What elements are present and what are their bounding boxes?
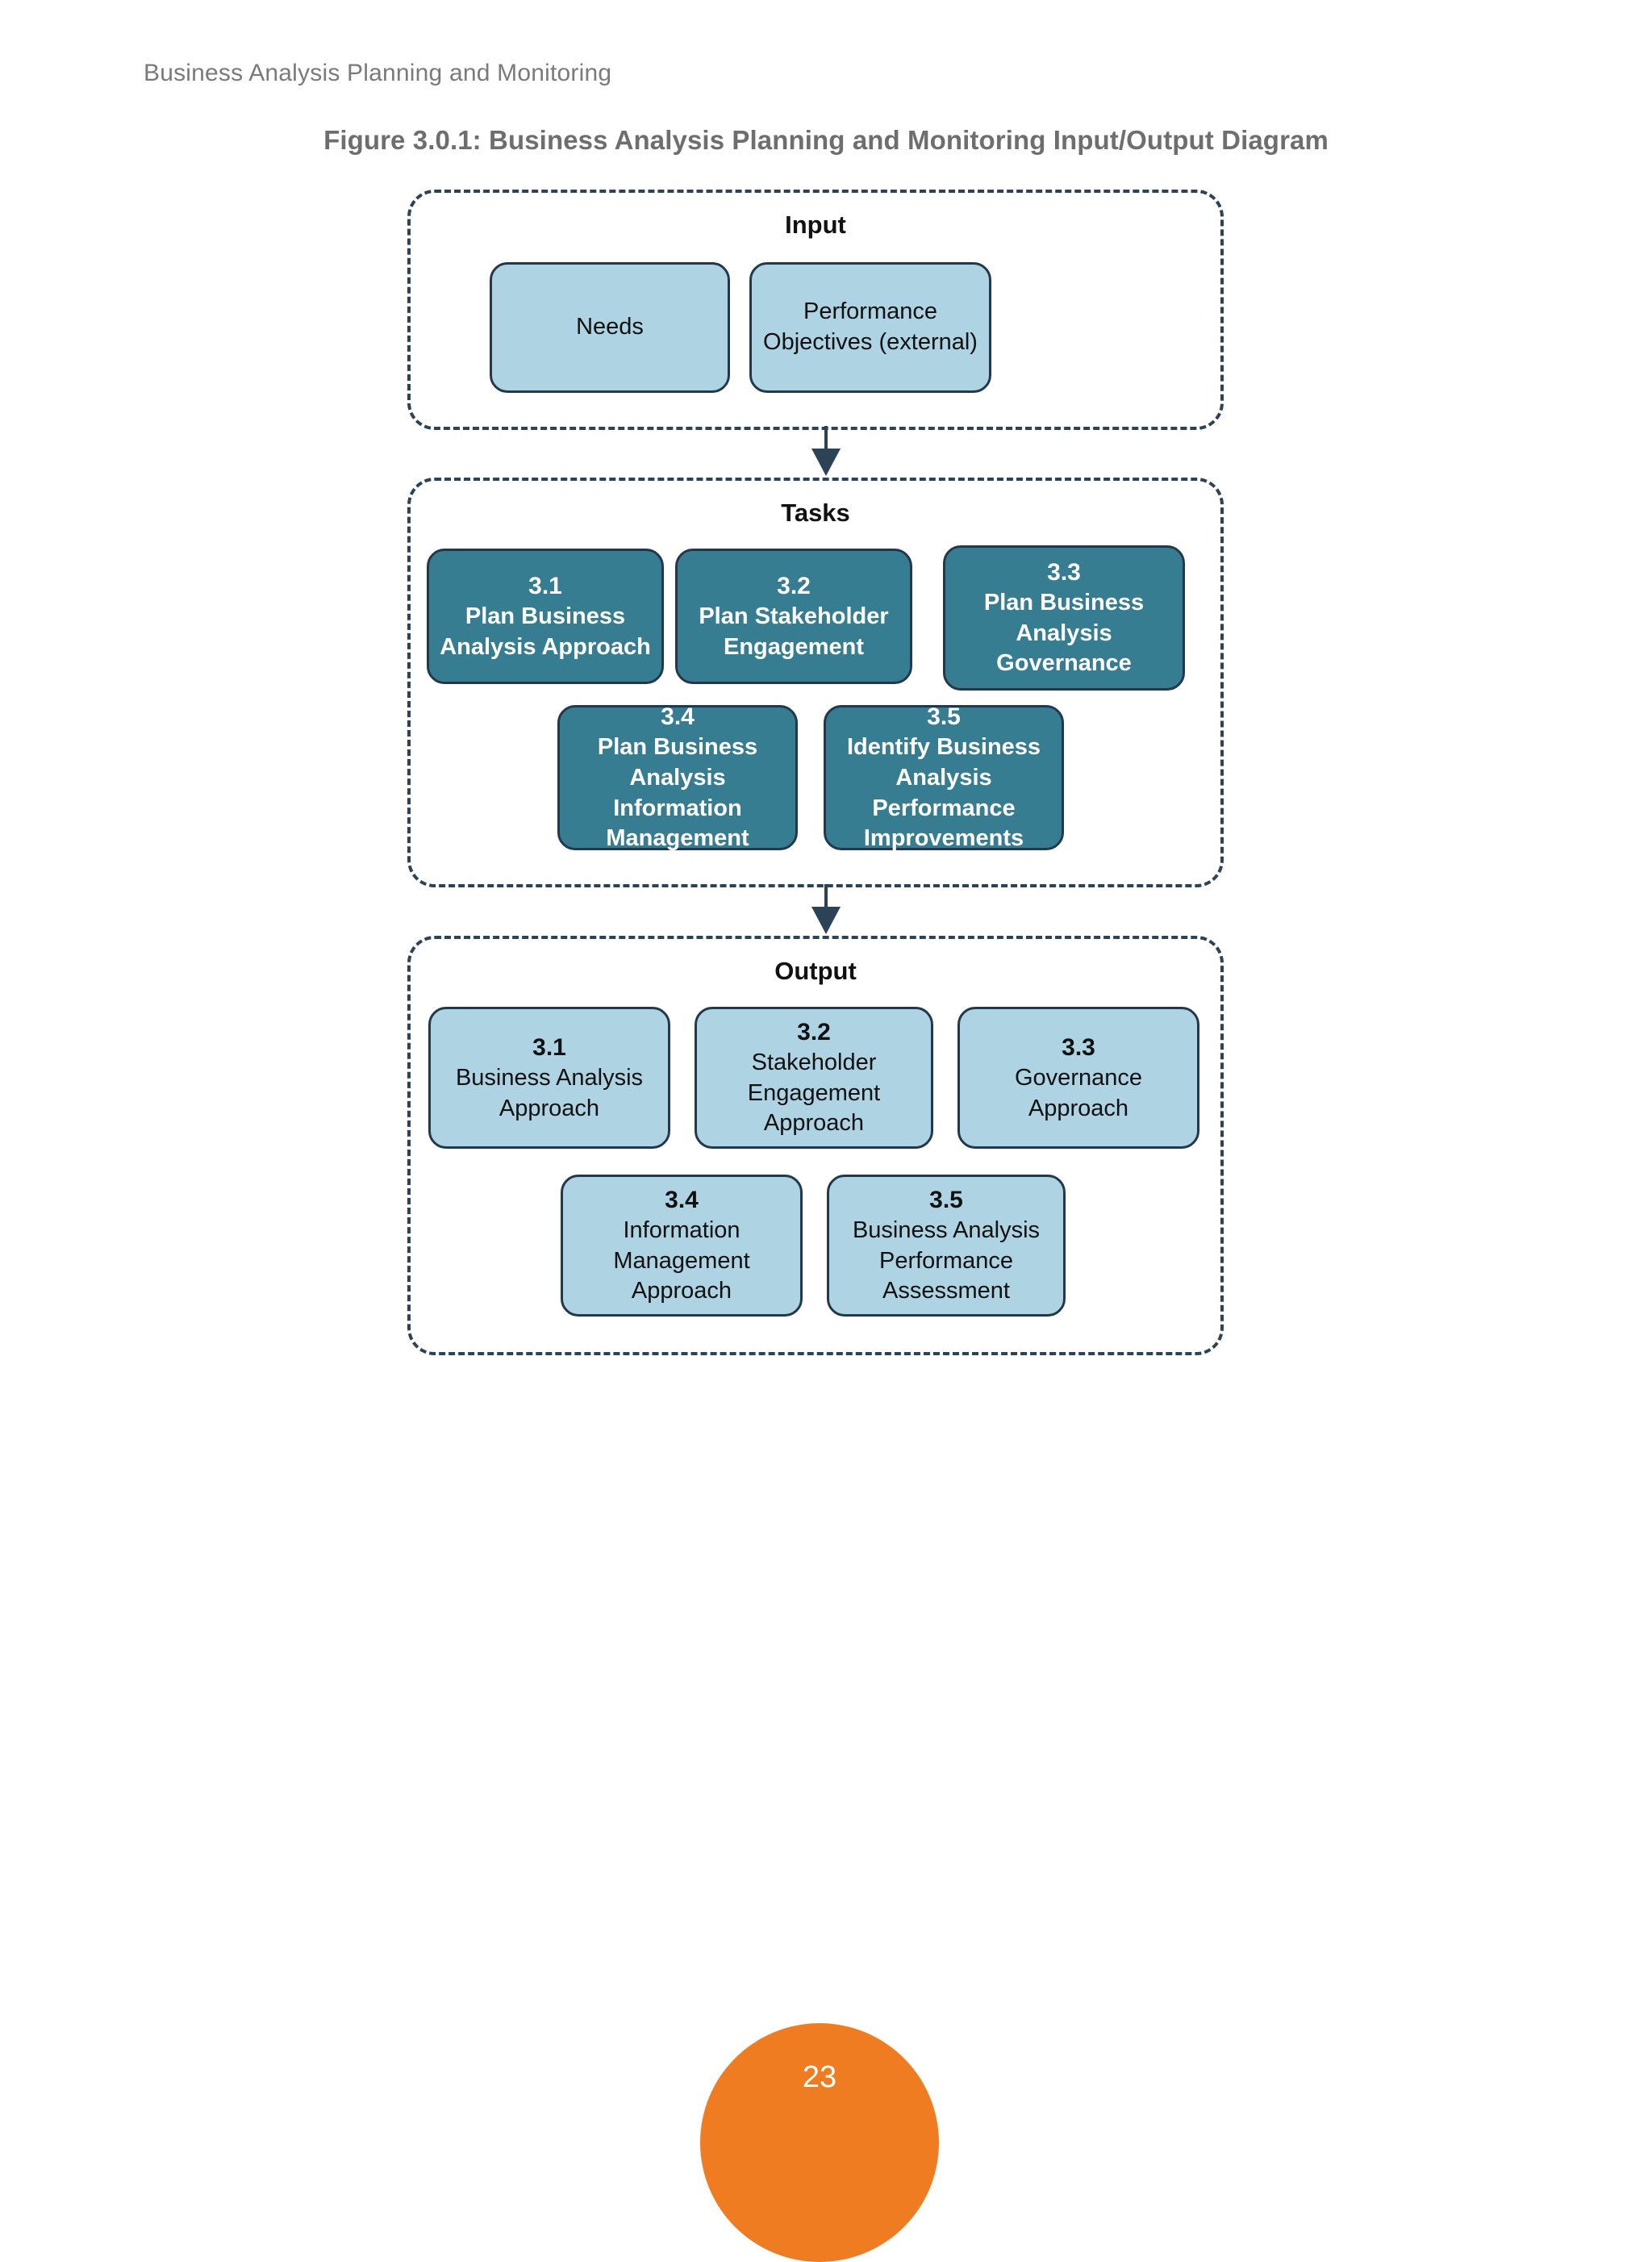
input-node-performance-objectives-label: Performance Objectives (external) [763, 298, 978, 355]
task-node-3-3-label: Plan Business Analysis Governance [983, 589, 1145, 677]
output-node-3-4-number: 3.4 [665, 1186, 699, 1213]
task-node-3-4[interactable]: 3.4 Plan Business Analysis Information M… [557, 703, 798, 851]
arrow-down-icon [811, 449, 841, 476]
output-node-3-1[interactable]: 3.1 Business Analysis Approach [428, 1007, 670, 1149]
running-header: Business Analysis Planning and Monitorin… [144, 60, 612, 86]
output-node-3-5-number: 3.5 [929, 1186, 963, 1213]
input-output-diagram: Input Needs Performance Objectives (exte… [407, 190, 1224, 1355]
input-node-needs-label: Needs [576, 314, 644, 340]
task-node-3-3[interactable]: 3.3 Plan Business Analysis Governance [943, 545, 1185, 691]
group-input-title: Input [785, 211, 846, 239]
task-node-3-2-label: Plan Stakeholder Engagement [699, 603, 889, 660]
output-node-3-3[interactable]: 3.3 Governance Approach [957, 1007, 1199, 1149]
group-tasks: Tasks 3.1 Plan Business Analysis Approac… [407, 478, 1224, 887]
task-node-3-4-label: Plan Business Analysis Information Manag… [597, 734, 758, 852]
task-node-3-5-label: Identify Business Analysis Performance I… [846, 734, 1041, 852]
group-output: Output 3.1 Business Analysis Approach 3.… [407, 936, 1224, 1355]
output-node-3-2-label: Stakeholder Engagement Approach [747, 1049, 881, 1137]
output-node-3-3-label: Governance Approach [1015, 1064, 1142, 1121]
task-node-3-3-number: 3.3 [1047, 558, 1081, 586]
output-node-3-3-number: 3.3 [1062, 1033, 1095, 1061]
output-node-3-5[interactable]: 3.5 Business Analysis Performance Assess… [827, 1175, 1066, 1317]
task-node-3-4-number: 3.4 [661, 703, 695, 731]
output-node-3-5-label: Business Analysis Performance Assessment [852, 1217, 1041, 1304]
connector-tasks-to-output [802, 884, 850, 934]
output-node-3-4-label: Information Management Approach [613, 1217, 750, 1304]
task-node-3-1[interactable]: 3.1 Plan Business Analysis Approach [427, 549, 664, 684]
input-node-performance-objectives[interactable]: Performance Objectives (external) [749, 262, 991, 393]
connector-input-to-tasks [802, 426, 850, 476]
task-node-3-1-label: Plan Business Analysis Approach [440, 603, 651, 660]
output-node-3-4[interactable]: 3.4 Information Management Approach [561, 1175, 803, 1317]
task-node-3-1-number: 3.1 [528, 572, 562, 599]
arrow-down-icon [811, 907, 841, 934]
input-node-needs[interactable]: Needs [490, 262, 730, 393]
output-node-3-2-number: 3.2 [797, 1018, 831, 1045]
group-output-title: Output [774, 957, 857, 985]
output-node-3-2[interactable]: 3.2 Stakeholder Engagement Approach [695, 1007, 933, 1149]
page-number-badge: 23 [700, 2023, 939, 2262]
group-input: Input Needs Performance Objectives (exte… [407, 190, 1224, 430]
output-node-3-1-label: Business Analysis Approach [455, 1064, 644, 1121]
task-node-3-2[interactable]: 3.2 Plan Stakeholder Engagement [675, 549, 912, 684]
page-number: 23 [802, 2060, 837, 2094]
task-node-3-5-number: 3.5 [927, 703, 961, 731]
connector-stem [824, 884, 828, 907]
output-node-3-1-number: 3.1 [532, 1033, 566, 1061]
task-node-3-2-number: 3.2 [777, 572, 811, 599]
group-tasks-title: Tasks [781, 499, 850, 527]
task-node-3-5[interactable]: 3.5 Identify Business Analysis Performan… [824, 703, 1064, 851]
figure-caption: Figure 3.0.1: Business Analysis Planning… [323, 125, 1329, 155]
connector-stem [824, 426, 828, 449]
